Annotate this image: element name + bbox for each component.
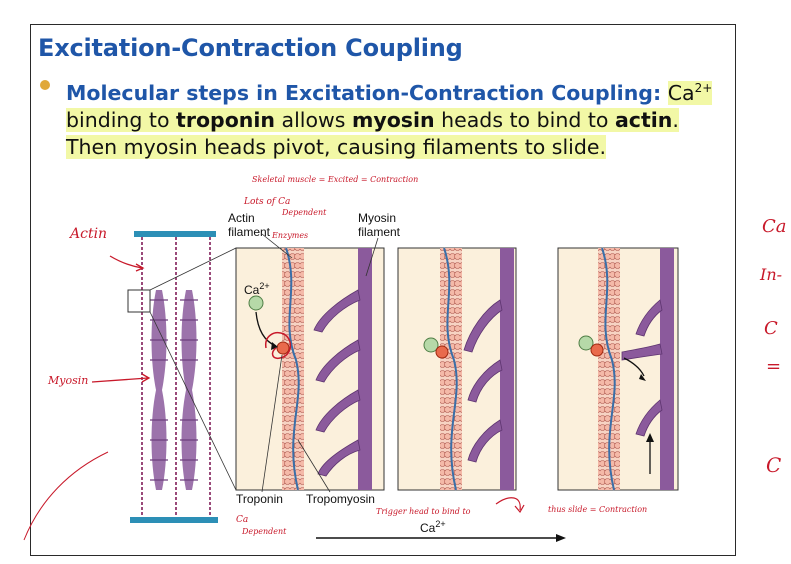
troponin-site <box>276 341 290 355</box>
label-tropomyosin: Tropomyosin <box>306 492 375 506</box>
actin-strands <box>141 237 211 517</box>
body-text-3: heads to bind to <box>434 108 615 132</box>
body-text-4: . Then myosin heads pivot, causing filam… <box>66 108 679 159</box>
pivot-arrow <box>623 357 645 377</box>
term-myosin: myosin <box>351 108 435 132</box>
troponin-site <box>590 343 604 357</box>
ink-trigger: Trigger head to bind to <box>376 507 471 516</box>
ink-actin-arrow <box>109 255 143 269</box>
myosin-heads <box>463 299 503 463</box>
ink-right-6: C <box>766 453 781 477</box>
myosin-filament <box>358 248 372 490</box>
zoom-line-bottom <box>149 311 237 491</box>
ink-thus-slide: thus slide = Contraction <box>548 505 647 514</box>
ink-myosin: Myosin <box>47 374 88 387</box>
label-actin-filament-2: filament <box>228 225 271 239</box>
ink-ca-dependent-2: Dependent <box>241 527 287 536</box>
ink-right-2: In- <box>759 265 782 284</box>
bullet-lead: Molecular steps in Excitation-Contractio… <box>66 81 662 105</box>
myosin-filament <box>660 248 674 490</box>
zoom-line-top <box>149 247 237 291</box>
ink-enzymes: Enzymes <box>271 231 308 240</box>
panel-1 <box>235 247 385 491</box>
calcium-ion <box>248 295 264 311</box>
bullet-text: Molecular steps in Excitation-Contractio… <box>66 80 726 161</box>
ink-right-3: C <box>764 318 778 339</box>
ink-actin: Actin <box>68 226 107 242</box>
body-text-1: binding to <box>66 108 177 132</box>
panel-3 <box>557 247 679 491</box>
leader-troponin <box>261 354 283 493</box>
label-ca-panel: Ca2+ <box>244 281 270 297</box>
tropomyosin-strand <box>285 247 300 491</box>
ink-dependent: Dependent <box>281 208 327 217</box>
panel-2 <box>397 247 517 491</box>
ink-stroke-left <box>23 451 109 541</box>
handwritten-annotations: Actin Myosin Skeletal muscle = Excited =… <box>23 175 787 541</box>
ca-text: Ca <box>667 81 695 105</box>
actin-filament <box>440 248 462 490</box>
body-text-2: allows <box>275 108 352 132</box>
ink-right-4: = <box>766 356 781 377</box>
leader-myosin <box>365 237 379 277</box>
ink-ca-dependent-1: Ca <box>236 515 248 525</box>
label-actin-filament-1: Actin <box>228 211 255 225</box>
label-myosin-filament-1: Myosin <box>358 211 396 225</box>
sarcomere-diagram <box>127 231 237 523</box>
z-line-bottom <box>130 517 218 523</box>
tropomyosin-strand <box>443 247 458 491</box>
actin-filament <box>598 248 620 490</box>
calcium-ion <box>578 335 594 351</box>
leader-tropomyosin <box>297 439 331 493</box>
myosin-heads <box>313 289 361 477</box>
label-myosin-filament-2: filament <box>358 225 401 239</box>
label-troponin: Troponin <box>236 492 283 506</box>
ink-trigger-arrow <box>495 497 521 511</box>
slide-arrow-head <box>646 433 654 442</box>
tropomyosin-strand <box>601 247 616 491</box>
myosin-bundles <box>150 290 198 490</box>
myosin-filament <box>500 248 514 490</box>
ca-superscript: 2+ <box>694 81 713 96</box>
ink-skeletal: Skeletal muscle = Excited = Contraction <box>252 175 418 184</box>
ink-right-1: Ca <box>762 216 787 237</box>
actin-filament <box>282 248 304 490</box>
troponin-site <box>435 345 449 359</box>
myosin-heads <box>621 299 663 437</box>
bullet-dot <box>40 80 50 90</box>
ink-myosin-arrow <box>91 377 149 383</box>
term-actin: actin <box>614 108 673 132</box>
calcium-ion <box>423 337 439 353</box>
z-line-top <box>134 231 216 237</box>
leader-actin <box>261 233 293 259</box>
pivot-arrow-head <box>639 374 646 381</box>
ca-gradient-arrow-head <box>556 534 566 542</box>
ink-lots-of: Lots of Ca <box>243 197 290 207</box>
zoom-box <box>127 289 151 313</box>
slide-title: Excitation-Contraction Coupling <box>38 34 463 62</box>
ca-bind-arrow-head <box>271 342 278 350</box>
ink-circle <box>265 332 292 360</box>
term-troponin: troponin <box>176 108 275 132</box>
label-ca-arrow: Ca2+ <box>420 519 446 535</box>
